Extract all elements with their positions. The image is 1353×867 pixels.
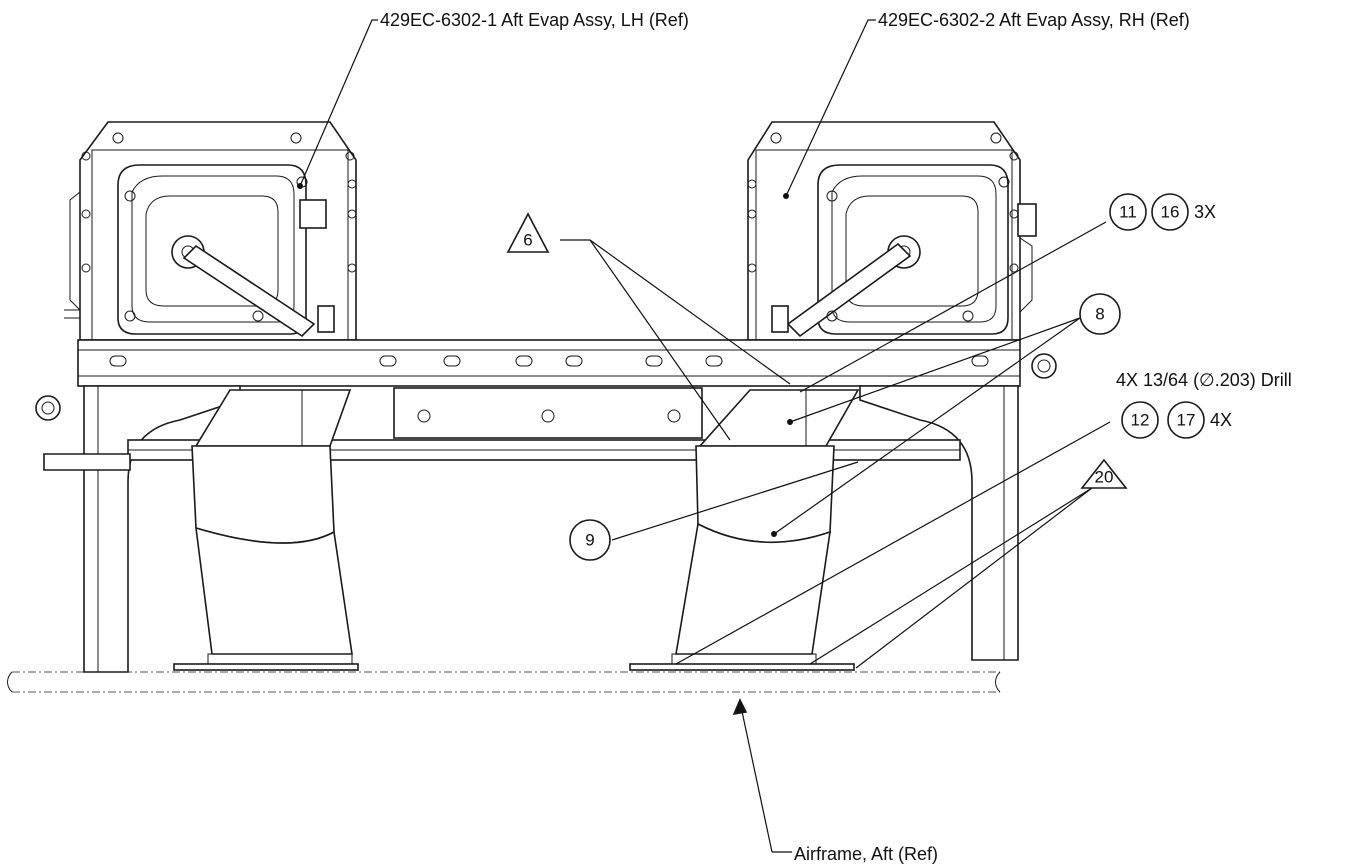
lh-assy-callout: 429EC-6302-1 Aft Evap Assy, LH (Ref) xyxy=(380,10,689,30)
lh-evaporator xyxy=(64,121,357,341)
balloon-12-label: 12 xyxy=(1131,411,1150,430)
drill-note: 4X 13/64 (∅.203) Drill xyxy=(1116,370,1292,390)
rh-assy-callout: 429EC-6302-2 Aft Evap Assy, RH (Ref) xyxy=(878,10,1190,30)
qty-11-16-label: 3X xyxy=(1194,202,1216,222)
rh-evaporator xyxy=(747,121,1037,341)
lh-duct xyxy=(173,389,359,671)
airframe-callout: Airframe, Aft (Ref) xyxy=(794,844,938,864)
flag-note-20: 20 xyxy=(1080,458,1128,489)
flag-note-20-label: 20 xyxy=(1095,468,1114,487)
qty-12-17-label: 4X xyxy=(1210,410,1232,430)
balloon-8: 8 xyxy=(1079,293,1121,335)
cross-beam xyxy=(35,339,1057,421)
balloon-8-label: 8 xyxy=(1095,305,1104,324)
rh-duct xyxy=(629,389,860,671)
balloon-9-label: 9 xyxy=(585,531,594,550)
balloon-11-16: 11 16 3X xyxy=(1109,193,1216,231)
leader-lines xyxy=(297,19,1111,853)
balloon-17-label: 17 xyxy=(1177,411,1196,430)
flag-note-6-label: 6 xyxy=(523,231,532,250)
airframe-reference xyxy=(7,671,1001,693)
balloon-16-label: 16 xyxy=(1161,203,1180,222)
balloon-11-label: 11 xyxy=(1119,203,1137,222)
flag-note-6: 6 xyxy=(506,212,550,253)
balloon-12-17: 12 17 4X xyxy=(1121,401,1232,439)
balloon-9: 9 xyxy=(569,519,611,561)
